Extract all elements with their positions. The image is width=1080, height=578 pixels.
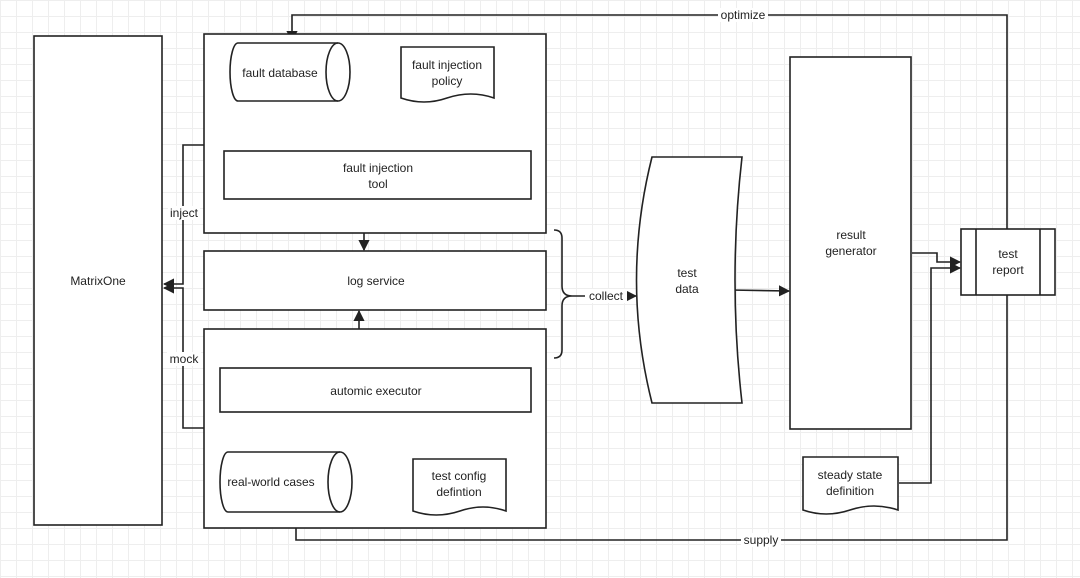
- matrixone-box: [33, 35, 163, 526]
- fault-injection-policy-shape: [400, 46, 495, 103]
- log-service-box: [203, 250, 547, 311]
- automic-executor-label: automic executor: [330, 384, 421, 398]
- fault-injection-tool-line2: tool: [368, 177, 387, 191]
- automic-executor-box: [219, 367, 532, 413]
- test-config-line2: defintion: [436, 485, 481, 499]
- test-data-line2: data: [675, 282, 699, 296]
- steady-to-report-edge: [899, 262, 962, 484]
- data-to-generator-edge: [729, 285, 791, 297]
- log-service-label: log service: [347, 274, 405, 288]
- collect-label: collect: [589, 289, 624, 303]
- test-report-box: [960, 228, 1056, 296]
- optimize-label: optimize: [721, 8, 766, 22]
- test-report-line1: test: [998, 247, 1018, 261]
- fault-database-cylinder-rim: [325, 42, 339, 102]
- fault-database-label: fault database: [242, 66, 318, 80]
- steady-state-line1: steady state: [818, 468, 883, 482]
- mock-label-bg: [167, 352, 201, 366]
- inject-label: inject: [170, 206, 199, 220]
- optimize-edge: [286, 14, 1008, 229]
- result-generator-line2: generator: [825, 244, 876, 258]
- fault-injection-tool-line1: fault injection: [343, 161, 413, 175]
- real-world-cases-cylinder-rim: [327, 451, 341, 513]
- collect-label-bg: [585, 289, 627, 303]
- matrixone-label: MatrixOne: [70, 274, 126, 288]
- test-report-line2: report: [992, 263, 1024, 277]
- steady-state-shape: [802, 456, 899, 515]
- real-world-cases-label: real-world cases: [227, 475, 314, 489]
- test-config-shape: [412, 458, 507, 516]
- test-data-shape: [635, 156, 743, 404]
- supply-label-bg: [741, 533, 781, 547]
- inject-label-bg: [168, 206, 200, 220]
- supply-label: supply: [744, 533, 779, 547]
- fault-injection-policy-line2: policy: [432, 74, 463, 88]
- mock-label: mock: [170, 352, 200, 366]
- optimize-label-bg: [718, 8, 768, 22]
- result-generator-line1: result: [836, 228, 866, 242]
- test-data-line1: test: [677, 266, 697, 280]
- test-config-line1: test config: [432, 469, 487, 483]
- steady-state-line2: definition: [826, 484, 874, 498]
- generator-to-report-edge: [912, 252, 962, 268]
- fault-injection-policy-line1: fault injection: [412, 58, 482, 72]
- fault-injection-tool-box: [223, 150, 532, 200]
- collect-brace: [553, 229, 573, 359]
- result-generator-box: [789, 56, 912, 430]
